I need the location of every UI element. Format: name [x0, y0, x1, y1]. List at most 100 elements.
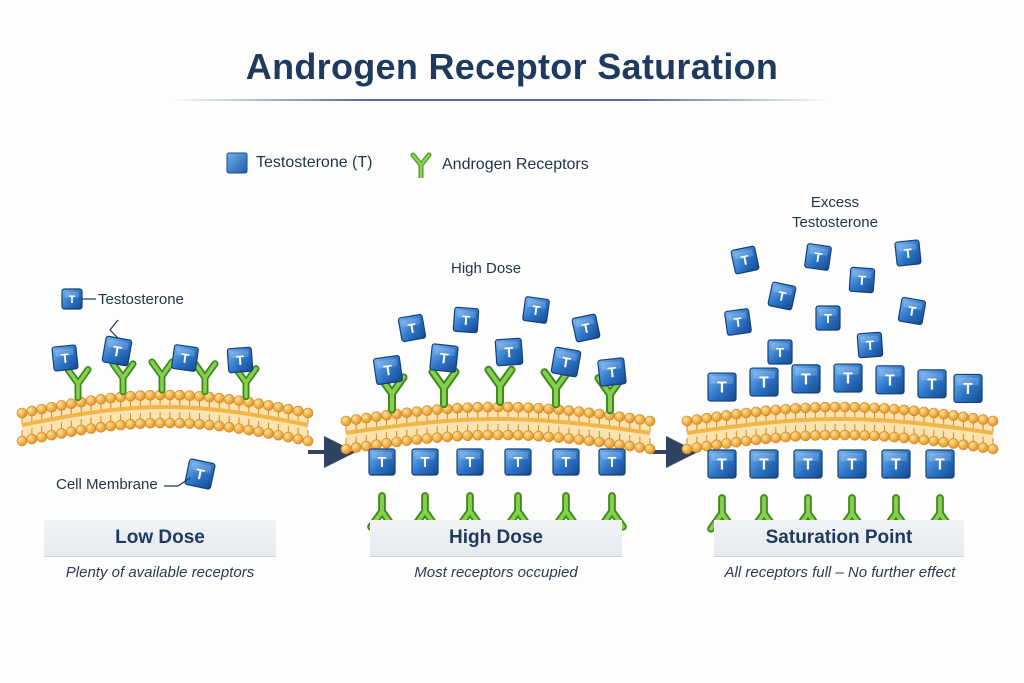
low-testosterone-free-4: T	[226, 346, 254, 374]
svg-text:T: T	[927, 376, 937, 393]
high-bottom-testosterone-4: T	[504, 448, 532, 476]
saturation-bottom-testosterone-4: T	[837, 449, 867, 479]
high-receptor-top-3	[484, 365, 516, 407]
svg-text:T: T	[180, 350, 190, 366]
svg-text:T: T	[776, 345, 784, 360]
high-bottom-testosterone-3: T	[456, 448, 484, 476]
high-bound-testosterone-1: T	[373, 355, 403, 385]
high-bound-testosterone-5: T	[597, 357, 627, 387]
high-bottom-testosterone-5: T	[552, 448, 580, 476]
svg-text:T: T	[843, 371, 853, 388]
svg-text:T: T	[885, 372, 895, 389]
svg-text:T: T	[907, 303, 918, 319]
low-receptor-4	[191, 360, 219, 396]
svg-text:T: T	[235, 353, 244, 369]
svg-text:T: T	[607, 365, 618, 382]
excess-testosterone-2: T	[804, 243, 832, 271]
saturation-bound-testosterone-4: T	[833, 363, 863, 393]
low-receptor-2	[109, 360, 137, 396]
svg-text:T: T	[717, 380, 727, 397]
excess-testosterone-6: T	[724, 308, 752, 336]
svg-text:T: T	[824, 311, 832, 326]
low-testosterone-pointer	[109, 319, 119, 339]
saturation-bound-testosterone-7: T	[953, 373, 983, 404]
svg-text:T: T	[903, 245, 913, 261]
svg-text:T: T	[759, 375, 769, 392]
svg-text:T: T	[891, 457, 901, 474]
high-dose-top-label: High Dose	[451, 260, 522, 277]
high-receptor-top-2	[428, 367, 460, 409]
low-dose-membrane	[16, 389, 314, 447]
cell-membrane-label: Cell Membrane	[56, 476, 158, 493]
svg-text:T: T	[461, 313, 470, 329]
svg-text:T: T	[776, 288, 787, 304]
svg-text:T: T	[581, 320, 592, 336]
legend-item-receptors: Androgen Receptors	[408, 152, 589, 178]
saturation-bound-testosterone-3: T	[791, 364, 821, 394]
svg-text:T: T	[194, 466, 206, 484]
legend: Testosterone (T) Androgen Receptors	[0, 152, 1024, 180]
svg-text:T: T	[111, 344, 123, 361]
high-dose-header: High Dose	[370, 520, 622, 557]
high-free-testosterone-2: T	[452, 306, 480, 334]
excess-testosterone-4: T	[848, 266, 876, 294]
saturation-bottom-testosterone-3: T	[793, 449, 823, 479]
testosterone-cube-icon	[226, 152, 248, 174]
svg-text:T: T	[378, 455, 387, 471]
svg-text:T: T	[562, 455, 571, 471]
high-bound-testosterone-2: T	[429, 343, 459, 373]
saturation-bound-testosterone-2: T	[749, 367, 779, 397]
excess-testosterone-3: T	[894, 239, 922, 267]
receptor-y-icon	[410, 152, 432, 178]
low-testosterone-label: Testosterone	[98, 291, 184, 308]
svg-text:T: T	[383, 363, 394, 380]
svg-text:T: T	[60, 350, 70, 366]
high-bound-testosterone-4: T	[550, 346, 582, 378]
svg-text:T: T	[560, 355, 572, 372]
high-bottom-testosterone-1: T	[368, 448, 396, 476]
low-testosterone-free-3: T	[171, 344, 199, 372]
svg-text:T: T	[608, 455, 617, 471]
title-divider	[170, 99, 830, 101]
legend-item-testosterone: Testosterone (T)	[226, 152, 372, 174]
high-bottom-testosterone-2: T	[411, 448, 439, 476]
svg-text:T: T	[717, 457, 727, 474]
saturation-subtitle: All receptors full – No further effect	[724, 564, 956, 581]
low-dose-subtitle: Plenty of available receptors	[65, 564, 255, 581]
saturation-bottom-testosterone-2: T	[749, 449, 779, 479]
excess-testosterone-1: T	[730, 245, 760, 275]
excess-label-line2: Testosterone	[792, 214, 878, 231]
low-dose-header: Low Dose	[44, 520, 276, 557]
saturation-bottom-testosterone-5: T	[881, 449, 911, 479]
svg-text:T: T	[69, 294, 76, 306]
excess-testosterone-label: Excess Testosterone	[760, 193, 910, 233]
legend-label-testosterone: Testosterone (T)	[256, 154, 373, 171]
high-free-testosterone-3: T	[522, 296, 550, 324]
svg-text:T: T	[514, 455, 523, 471]
svg-text:T: T	[935, 457, 945, 474]
excess-label-line1: Excess	[810, 194, 860, 211]
excess-testosterone-10: T	[856, 331, 884, 359]
low-receptor-5	[232, 365, 260, 401]
svg-text:T: T	[801, 371, 811, 388]
high-bottom-testosterone-6: T	[598, 448, 626, 476]
svg-text:T: T	[421, 455, 430, 471]
low-testosterone-free-2: T	[101, 335, 133, 367]
low-testosterone-label-icon: T	[61, 288, 83, 310]
svg-text:T: T	[439, 351, 450, 368]
svg-text:T: T	[865, 338, 874, 354]
low-receptor-1	[64, 366, 92, 402]
svg-text:T: T	[466, 455, 475, 471]
svg-text:T: T	[813, 249, 823, 265]
svg-text:T: T	[504, 345, 514, 362]
saturation-bottom-testosterone-1: T	[707, 449, 737, 479]
svg-text:T: T	[759, 457, 769, 474]
high-dose-subtitle: Most receptors occupied	[414, 564, 578, 581]
high-bound-testosterone-3: T	[494, 337, 524, 367]
saturation-bottom-testosterone-6: T	[925, 449, 955, 479]
legend-label-receptors: Androgen Receptors	[442, 156, 589, 173]
saturation-membrane	[681, 401, 999, 455]
excess-testosterone-5: T	[767, 281, 797, 311]
page-title: Androgen Receptor Saturation	[245, 46, 779, 87]
